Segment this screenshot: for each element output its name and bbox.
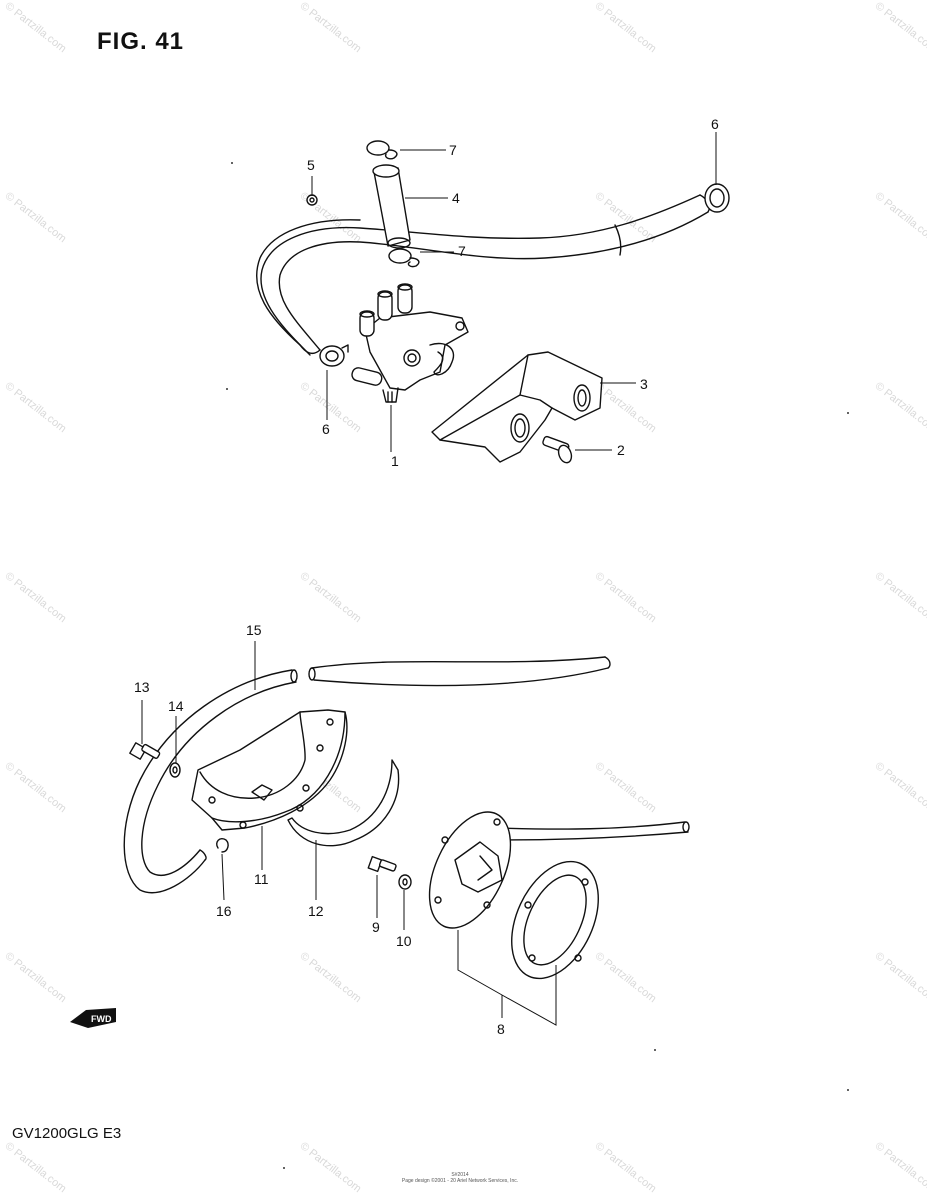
curved-plate-12 (287, 759, 400, 847)
callout-6-upper: 6 (711, 116, 719, 132)
washer-10 (398, 874, 412, 890)
leader-lines-upper (311, 132, 717, 452)
short-hose-4 (372, 164, 411, 249)
callout-9: 9 (372, 919, 380, 935)
callout-16: 16 (216, 903, 232, 919)
screw-2 (542, 435, 573, 464)
washer-14 (169, 762, 181, 778)
callout-11: 11 (254, 871, 269, 887)
callout-3: 3 (640, 376, 648, 392)
hose-clamp-6-lower (319, 344, 349, 367)
footer-line-2: Page design ©2001 - 20 Ariel Network Ser… (401, 1178, 519, 1184)
fwd-label: FWD (91, 1014, 112, 1024)
callout-14: 14 (168, 698, 184, 714)
bracket-3 (431, 351, 603, 463)
callout-6-lower: 6 (322, 421, 330, 437)
clip-7-lower (388, 248, 420, 268)
callout-7-lower: 7 (458, 243, 466, 259)
page-footer: S#2014 Page design ©2001 - 20 Ariel Netw… (330, 1172, 590, 1184)
gauge-plate-8 (428, 811, 690, 929)
callout-13: 13 (134, 679, 150, 695)
hose-clamp-6-upper (704, 183, 730, 213)
scan-specks (226, 162, 849, 1169)
callout-5: 5 (307, 157, 315, 173)
clip-16 (216, 838, 229, 853)
fwd-arrow: FWD (70, 1008, 116, 1028)
cap-5 (306, 194, 318, 206)
callout-4: 4 (452, 190, 460, 206)
model-code: GV1200GLG E3 (12, 1125, 122, 1142)
callout-numbers: 1 2 3 4 5 6 6 7 7 8 9 10 11 12 13 14 15 … (134, 116, 719, 1037)
leader-lines-lower (141, 641, 557, 1026)
callout-1: 1 (391, 453, 399, 469)
bolt-13 (129, 742, 161, 760)
clip-7-upper (366, 140, 398, 160)
bolt-9 (367, 855, 397, 873)
figure-title: FIG. 41 (97, 28, 185, 55)
hose-15 (123, 656, 611, 894)
callout-10: 10 (396, 933, 412, 949)
callout-12: 12 (308, 903, 324, 919)
bracket-11 (191, 709, 348, 831)
fuel-cock-1 (351, 283, 469, 403)
callout-7-upper: 7 (449, 142, 457, 158)
footer-line-1: S#2014 (451, 1172, 469, 1178)
fuel-hose-long (255, 194, 710, 356)
callout-8: 8 (497, 1021, 505, 1037)
callout-15: 15 (246, 622, 262, 638)
callout-2: 2 (617, 442, 625, 458)
gasket-8 (511, 860, 599, 980)
